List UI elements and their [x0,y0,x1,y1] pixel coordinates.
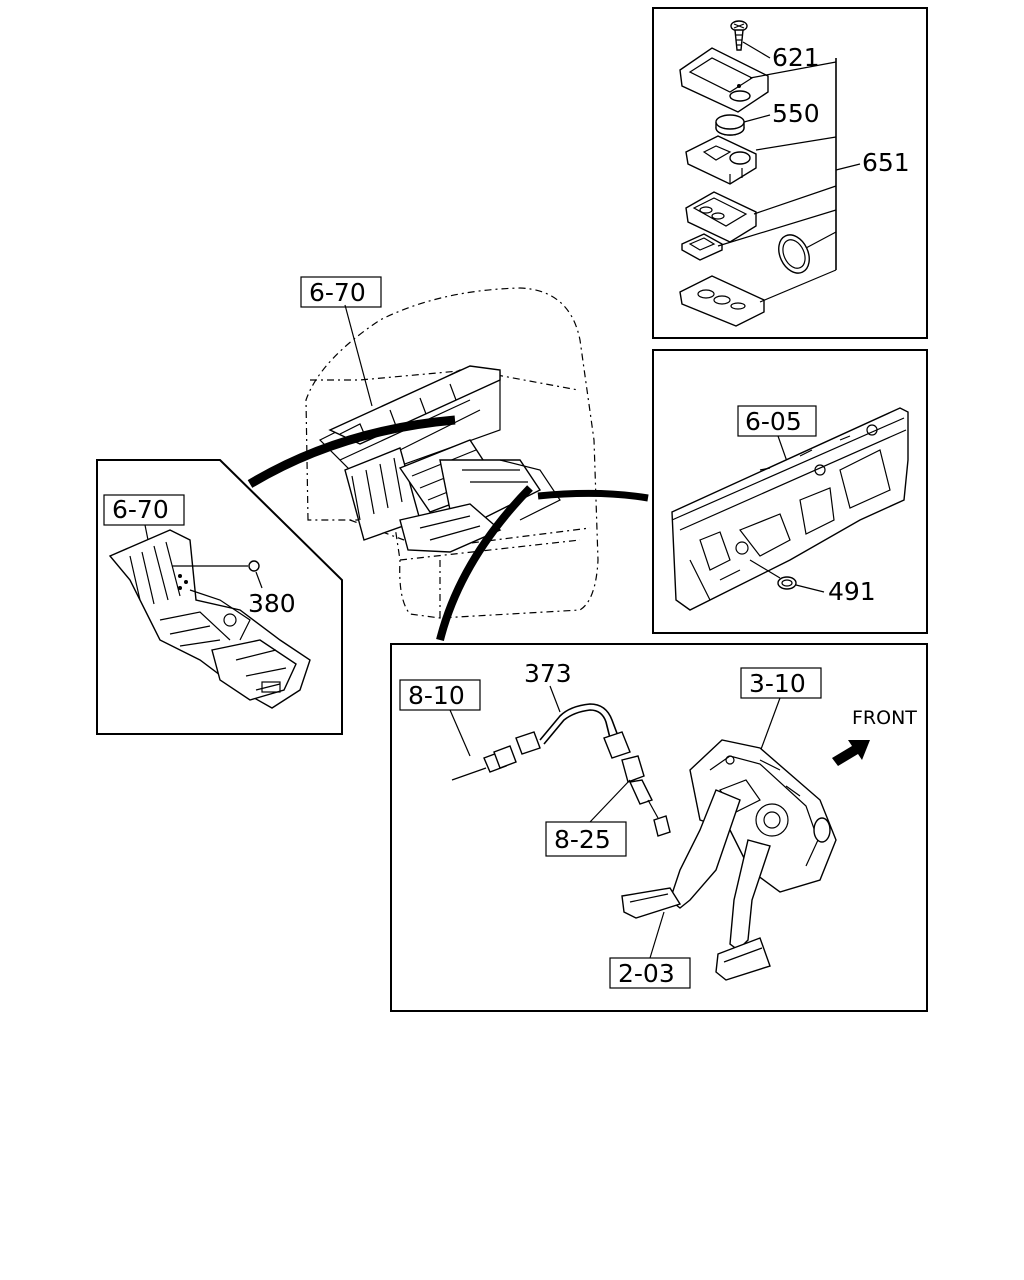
switch-cover-drawing [679,47,769,113]
switch-base-drawing [679,275,765,327]
ref-label-6-70-inset: 6-70 [112,495,169,524]
ring-drawing [778,234,810,274]
pedal-assembly-panel: 8-10 373 8-25 3-10 [390,643,928,1012]
floor-panel-inset: 6-70 380 [96,459,343,735]
ref-label-3-10: 3-10 [749,669,806,698]
part-label-380: 380 [248,589,296,618]
part-label-651: 651 [862,148,910,177]
screw-621-drawing [730,20,748,51]
knob-550-drawing [715,114,745,136]
ref-label-8-25: 8-25 [554,825,611,854]
switch-body-drawing [685,135,757,185]
switch-bezel-drawing [685,191,757,243]
part-label-621: 621 [772,43,820,72]
front-direction-label: FRONT [852,707,917,729]
ref-label-2-03: 2-03 [618,959,675,988]
dash-panel-inset: 6-05 491 [652,349,928,634]
switch-plate-drawing [681,233,723,261]
callout-arcs [247,415,649,641]
part-label-550: 550 [772,99,820,128]
ref-label-6-70-main: 6-70 [309,278,366,307]
part-label-491: 491 [828,577,876,606]
ref-label-6-05: 6-05 [745,407,802,436]
cab-overview: 6-70 [300,276,599,619]
part-label-373: 373 [524,659,572,688]
front-arrow-icon [832,740,870,766]
ref-label-8-10: 8-10 [408,681,465,710]
switch-assembly-panel: 621 550 651 [652,7,928,339]
